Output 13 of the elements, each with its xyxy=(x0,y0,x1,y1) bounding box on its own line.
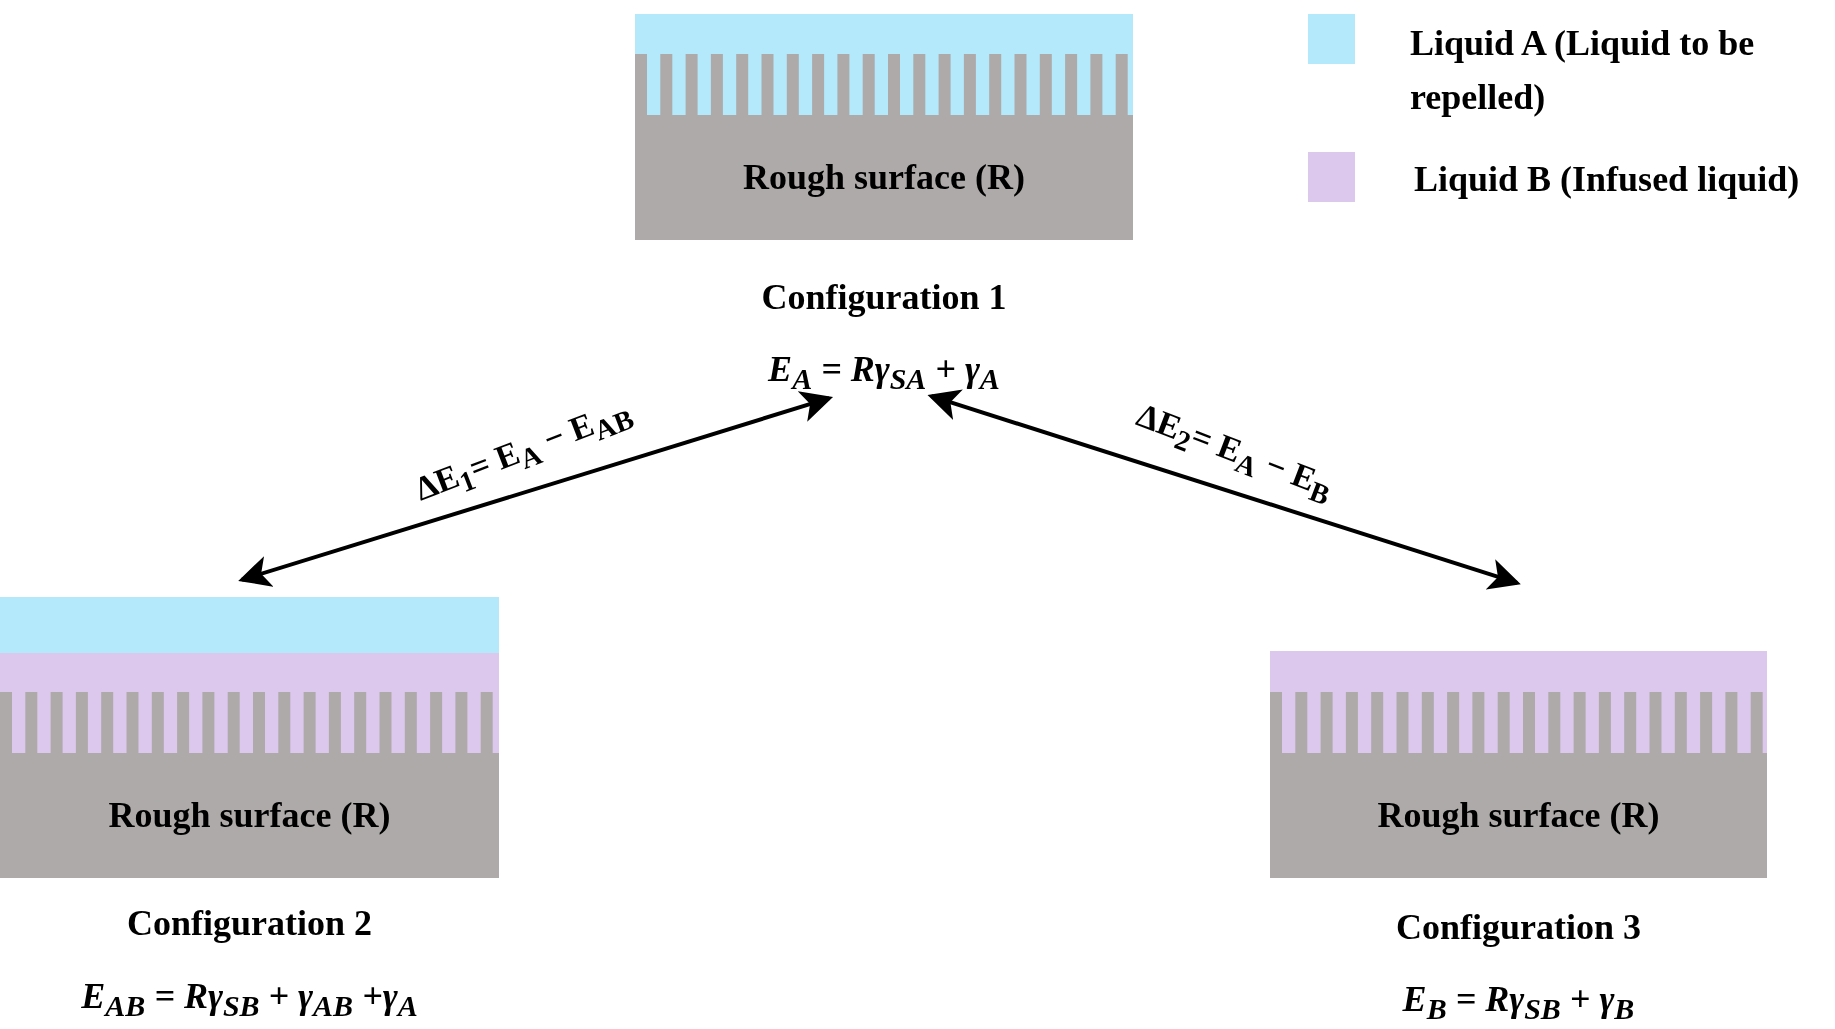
configuration-caption: Configuration 3 xyxy=(1396,906,1641,948)
surface-label: Rough surface (R) xyxy=(108,793,391,836)
configuration-caption: Configuration 2 xyxy=(127,902,372,944)
configuration-caption: Configuration 1 xyxy=(761,276,1007,318)
double-arrow xyxy=(927,389,1521,590)
surface-label: Rough surface (R) xyxy=(743,155,1025,198)
legend-label: Liquid A (Liquid to be repelled) xyxy=(1410,22,1756,119)
double-arrow xyxy=(238,391,834,587)
energy-equation: E$_{AB}$ = Rγ$_{SB}$ + γ$_{AB}$ +γ$_{A}$ xyxy=(81,975,418,1024)
energy-equation: E$_{B}$ = Rγ$_{SB}$ + γ$_{B}$ xyxy=(1402,978,1635,1027)
legend-label: Liquid B (Infused liquid) xyxy=(1414,158,1801,201)
energy-equation: E$_{A}$ = Rγ$_{SA}$ + γ$_{A}$ xyxy=(768,348,1000,397)
surface-label: Rough surface (R) xyxy=(1377,793,1660,836)
